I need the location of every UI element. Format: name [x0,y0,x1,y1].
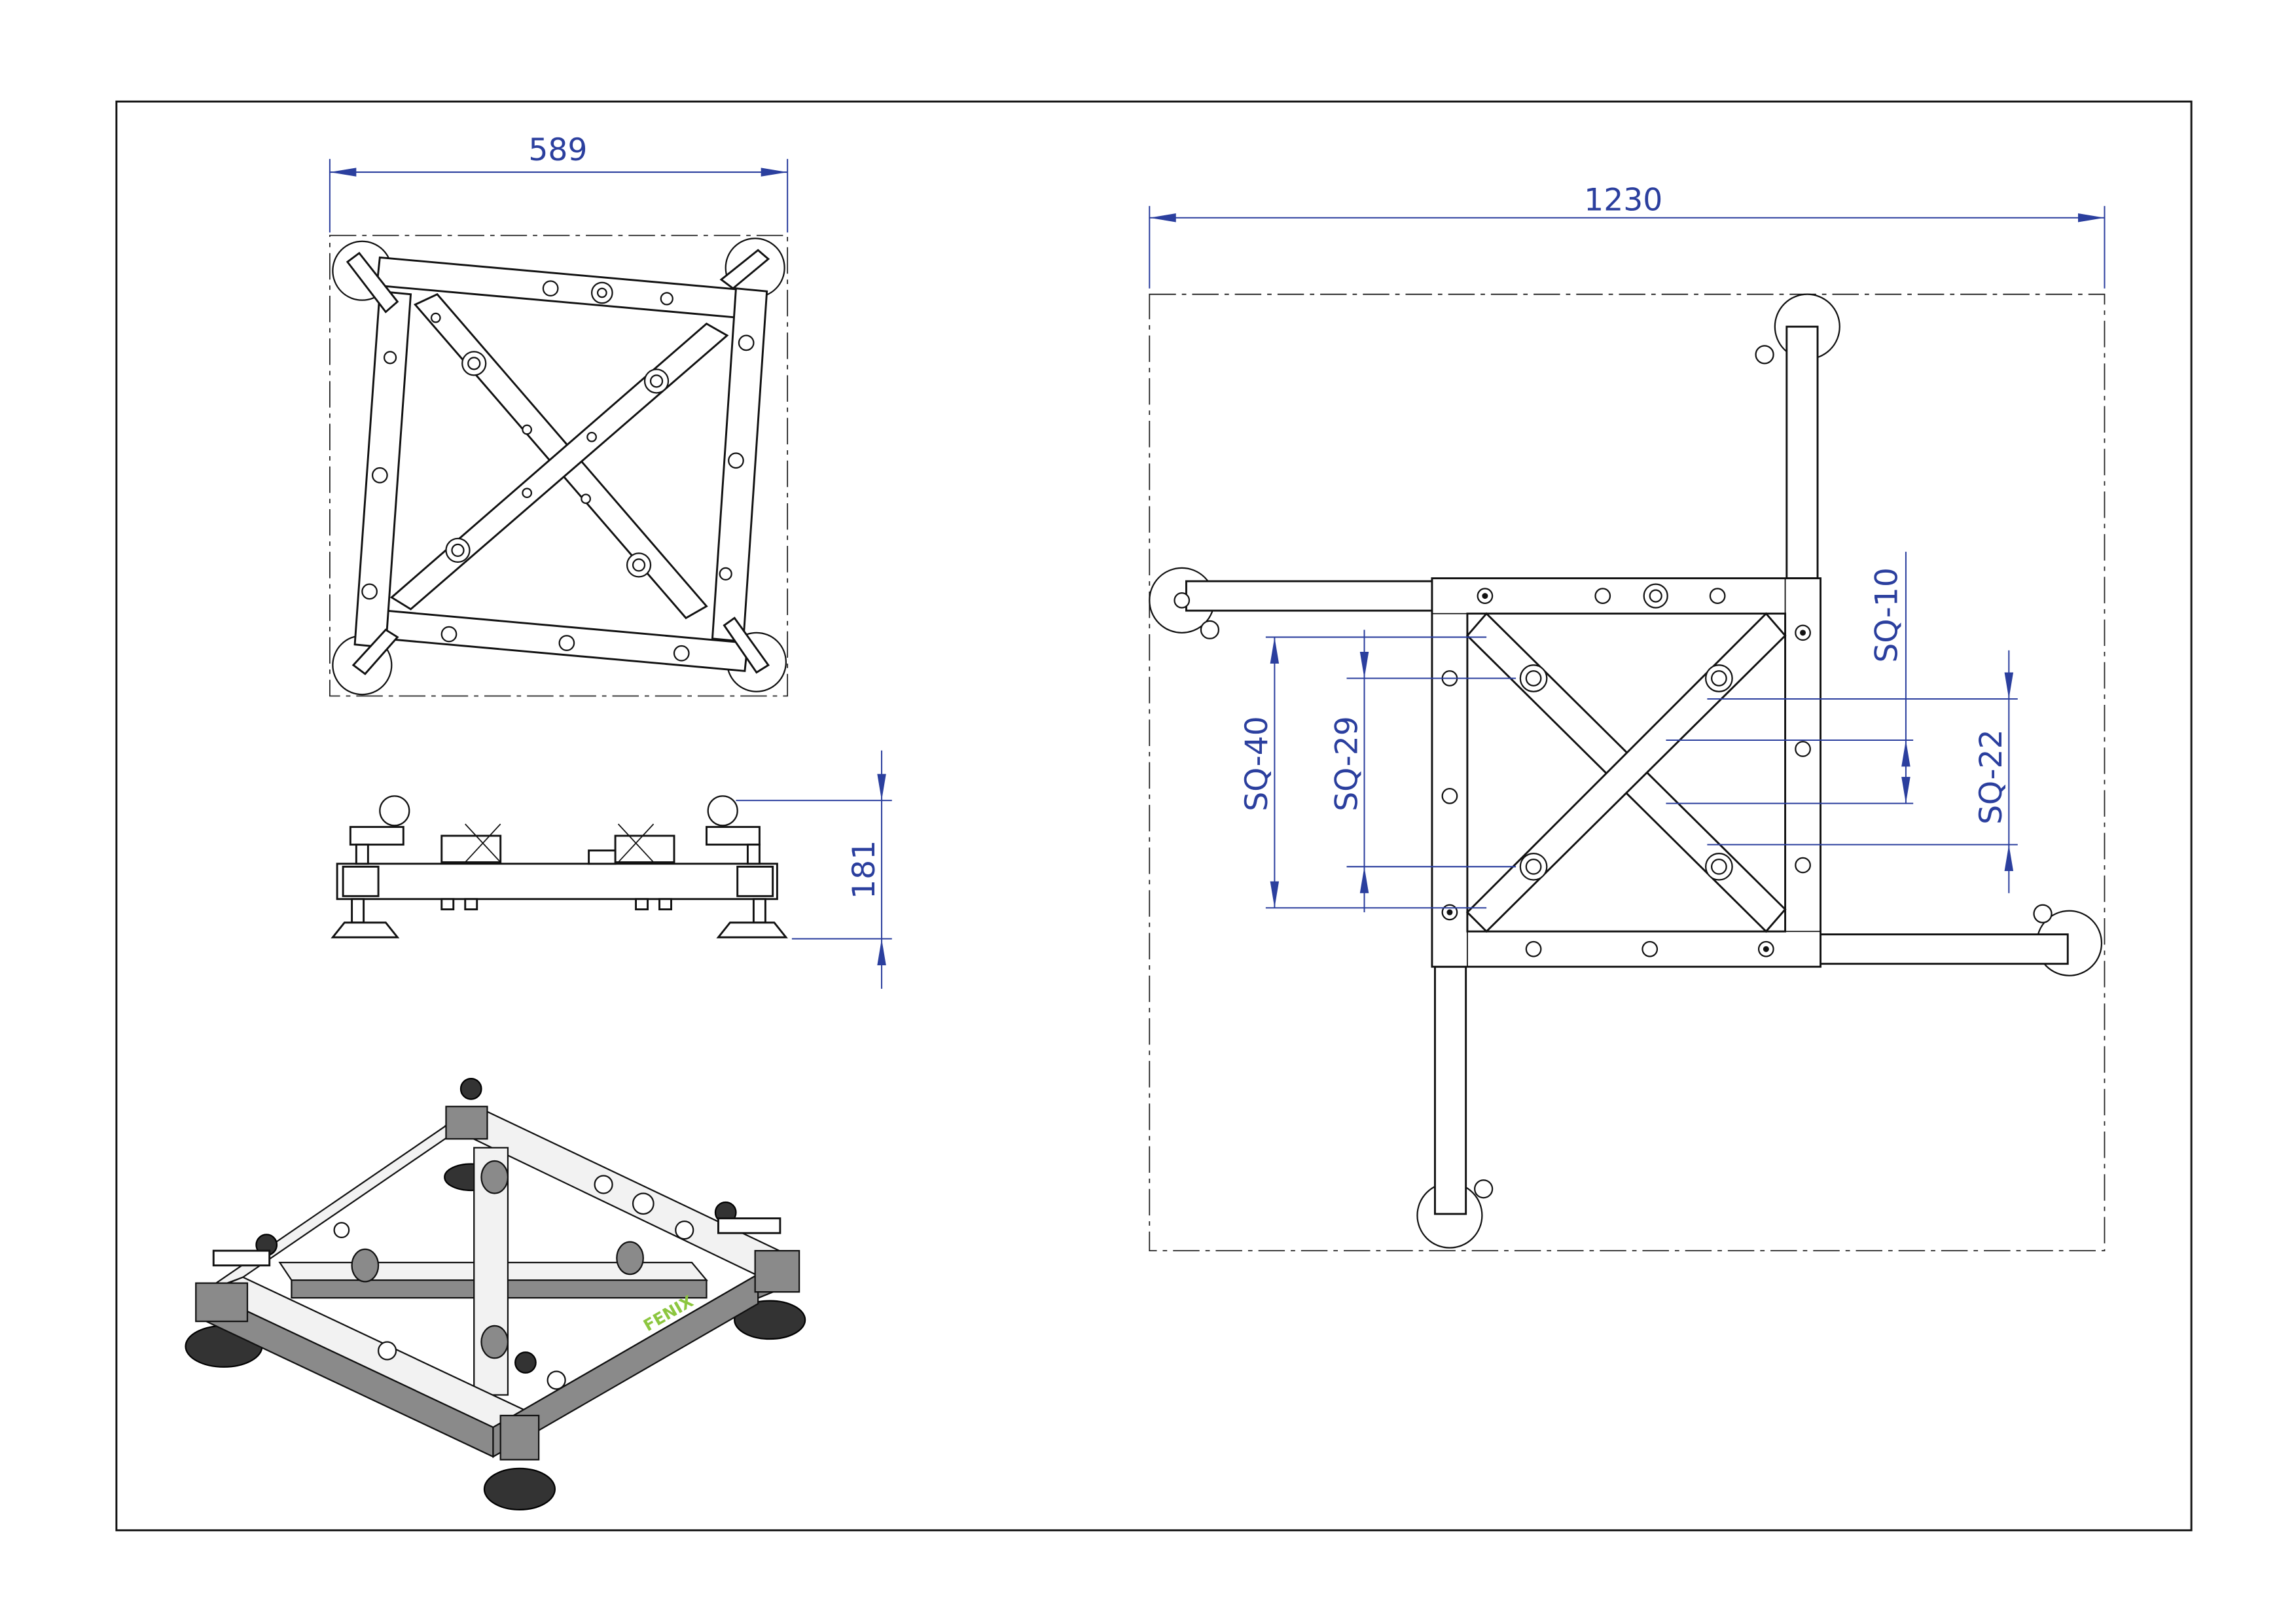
top-view: 589 [329,132,789,697]
dimension-sq-10: SQ-10 [1666,552,1914,804]
dimension-sq-29: SQ-29 [1329,630,1516,913]
isometric-view: FENIX [185,1077,806,1510]
sheet-border [115,100,2193,1531]
dimension-label-overall: 1230 [1584,183,1662,219]
truss-size-label: SQ-10 [1869,567,1905,663]
truss-size-label: SQ-22 [1973,729,2009,825]
dimension-1230: 1230 [1149,183,2106,289]
dimension-sq-22: SQ-22 [1707,650,2018,893]
dimension-589: 589 [329,132,789,233]
truss-size-label: SQ-40 [1239,716,1275,812]
outrigger-left [1185,580,1433,612]
outrigger-bottom [1433,965,1467,1215]
truss-size-label: SQ-29 [1329,716,1365,812]
outrigger-right [1820,933,2069,965]
outrigger-top [1785,325,1819,580]
dimension-label-height: 181 [846,840,882,899]
side-frame-bar [336,863,778,901]
diagonal-brace-2 [389,322,729,611]
layout-envelope [1149,293,2106,1252]
top-view-envelope [329,234,789,697]
layout-view: 1230 SQ-40 SQ-29 SQ-10 SQ-22 [1149,183,2106,1252]
side-view: 181 [331,750,892,989]
dimension-label-width: 589 [528,132,587,168]
dimension-181: 181 [736,750,892,989]
dimension-sq-40: SQ-40 [1239,636,1487,909]
